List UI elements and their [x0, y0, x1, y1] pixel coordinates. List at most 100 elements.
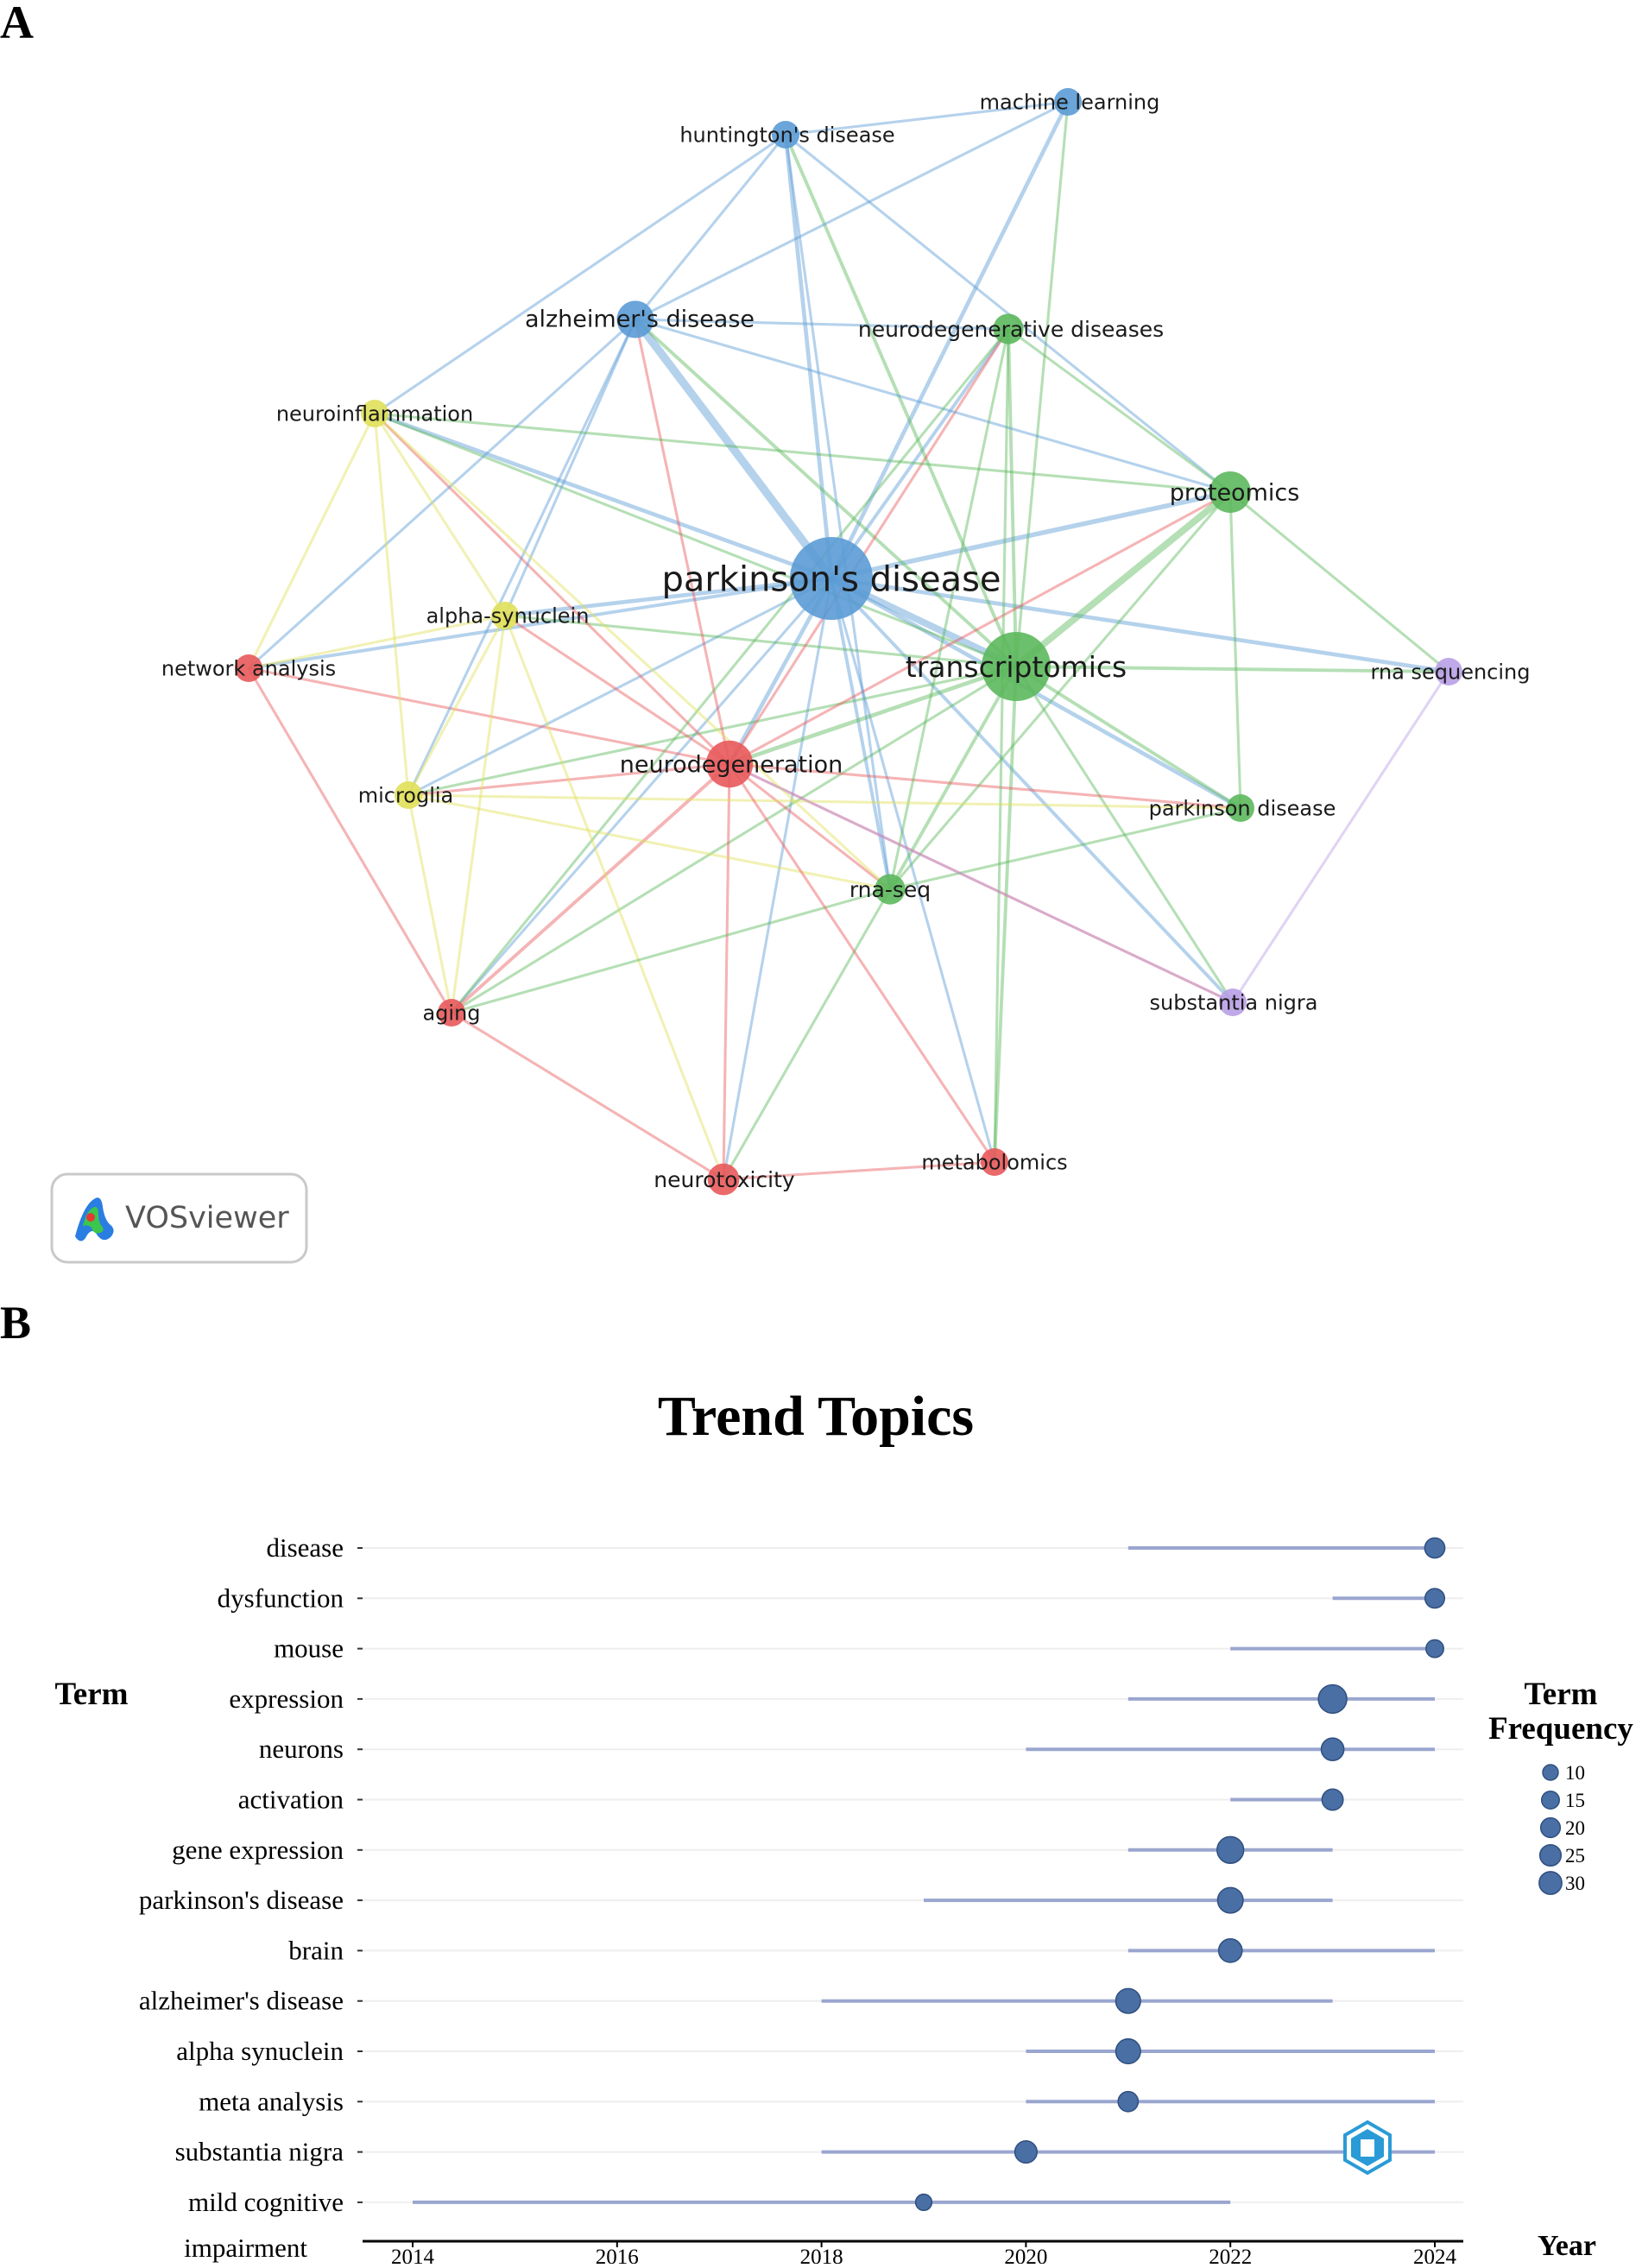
node-label-proteomics: proteomics: [1170, 480, 1300, 507]
point-neurons[interactable]: [1320, 1737, 1345, 1762]
point-dysfunction[interactable]: [1424, 1588, 1446, 1609]
node-alzheimer-s-disease[interactable]: [616, 300, 654, 338]
edge-alpha-synuclein-aging: [450, 615, 507, 1014]
edge-alzheimer-s-disease-huntington-s-disease: [634, 134, 787, 320]
edge-transcriptomics-alzheimer-s-disease: [634, 318, 1018, 668]
edge-transcriptomics-substantia-nigra: [1014, 666, 1235, 1003]
panel-b-trend: B Trend Topics Term Year Term Frequency …: [0, 1295, 1642, 2268]
node-parkinson-s-disease[interactable]: [790, 537, 873, 620]
node-label-neurodegeneration: neurodegeneration: [620, 752, 843, 779]
edge-alpha-synuclein-microglia: [407, 615, 507, 796]
edge-neurodegenerative-diseases-metabolomics: [993, 328, 1010, 1163]
term-label-expression: expression: [229, 1684, 344, 1714]
edge-neuroinflammation-alpha-synuclein: [373, 413, 507, 616]
node-substantia-nigra[interactable]: [1219, 989, 1247, 1016]
point-expression[interactable]: [1317, 1684, 1348, 1715]
node-label-microglia: microglia: [358, 784, 454, 808]
node-neurodegenerative-diseases[interactable]: [993, 313, 1024, 344]
point-substantia-nigra[interactable]: [1014, 2140, 1038, 2164]
point-parkinson-s-disease[interactable]: [1216, 1886, 1244, 1914]
node-parkinson-disease[interactable]: [1227, 794, 1254, 822]
node-rna-sequencing[interactable]: [1435, 658, 1462, 685]
edge-microglia-aging: [407, 794, 453, 1014]
edge-transcriptomics-proteomics: [1014, 489, 1233, 670]
edge-rna-seq-neurotoxicity: [722, 888, 892, 1180]
edge-parkinson-s-disease-alzheimer-s-disease: [632, 317, 835, 581]
node-microglia[interactable]: [395, 781, 422, 809]
node-proteomics[interactable]: [1209, 471, 1251, 513]
node-network-analysis[interactable]: [235, 654, 262, 682]
legend-label-25: 25: [1565, 1845, 1585, 1867]
point-alzheimer-s-disease[interactable]: [1115, 1987, 1141, 2014]
watermark-icon: [1343, 2120, 1392, 2176]
edge-transcriptomics-aging: [451, 665, 1017, 1014]
term-label-mouse: mouse: [274, 1633, 344, 1664]
edge-huntington-s-disease-neuroinflammation: [374, 133, 786, 415]
point-disease[interactable]: [1424, 1537, 1446, 1559]
edge-parkinson-s-disease-rna-seq: [830, 578, 892, 890]
edge-neuroinflammation-rna-seq: [373, 412, 892, 891]
edge-transcriptomics-microglia: [407, 665, 1017, 797]
node-label-network-analysis: network analysis: [161, 657, 336, 681]
point-gene-expression[interactable]: [1216, 1835, 1245, 1864]
legend-size-25: [1538, 1843, 1563, 1867]
legend-label-30: 30: [1565, 1873, 1585, 1894]
edge-parkinson-s-disease-huntington-s-disease: [783, 134, 834, 579]
legend-label-20: 20: [1565, 1817, 1585, 1839]
node-label-neurodegenerative-diseases: neurodegenerative diseases: [858, 317, 1164, 342]
edge-neurodegeneration-alpha-synuclein: [504, 614, 730, 766]
edge-microglia-rna-seq: [407, 793, 891, 891]
node-label-substantia-nigra: substantia nigra: [1150, 991, 1318, 1015]
keyword-network: A parkinson's diseasetranscriptomicsneur…: [0, 0, 1531, 1264]
term-label-gene-expression: gene expression: [172, 1835, 344, 1865]
node-rna-seq[interactable]: [875, 874, 906, 905]
edge-neuroinflammation-network-analysis: [247, 413, 376, 669]
legend-label-15: 15: [1565, 1790, 1585, 1811]
edge-parkinson-s-disease-substantia-nigra: [830, 577, 1235, 1004]
edge-parkinson-s-disease-rna-sequencing: [830, 576, 1449, 674]
point-activation[interactable]: [1321, 1788, 1344, 1811]
point-meta-analysis[interactable]: [1117, 2090, 1140, 2113]
point-mouse[interactable]: [1425, 1639, 1444, 1658]
x-tick-label-2016: 2016: [596, 2246, 639, 2264]
point-brain[interactable]: [1217, 1938, 1243, 1963]
edge-alzheimer-s-disease-alpha-synuclein: [503, 319, 637, 616]
node-neurodegeneration[interactable]: [705, 740, 754, 788]
node-neurotoxicity[interactable]: [707, 1163, 740, 1196]
node-huntington-s-disease[interactable]: [772, 121, 799, 148]
node-neuroinflammation[interactable]: [361, 400, 388, 427]
edge-parkinson-s-disease-neurodegenerative-diseases: [830, 327, 1010, 580]
edge-metabolomics-neurodegeneration: [728, 763, 996, 1163]
edge-alzheimer-s-disease-neurodegenerative-diseases: [635, 318, 1009, 331]
x-tick-label-2024: 2024: [1413, 2246, 1457, 2264]
node-aging[interactable]: [438, 999, 465, 1027]
node-transcriptomics[interactable]: [982, 632, 1051, 701]
node-label-aging: aging: [422, 1001, 480, 1026]
legend-size-10: [1542, 1764, 1559, 1781]
edge-alzheimer-s-disease-machine-learning: [635, 100, 1069, 321]
edge-transcriptomics-neurodegeneration: [729, 664, 1017, 767]
node-label-transcriptomics: transcriptomics: [906, 650, 1127, 684]
edge-rna-seq-parkinson-disease: [889, 806, 1241, 891]
edge-neurodegeneration-aging: [450, 762, 731, 1014]
edge-neurotoxicity-metabolomics: [723, 1160, 995, 1181]
edge-proteomics-neurodegenerative-diseases: [1007, 327, 1231, 494]
node-alpha-synuclein[interactable]: [491, 602, 519, 629]
edge-proteomics-neuroinflammation: [374, 412, 1231, 494]
node-label-neuroinflammation: neuroinflammation: [276, 402, 473, 426]
edge-transcriptomics-metabolomics: [993, 666, 1018, 1163]
point-mild-cognitive[interactable]: [914, 2193, 933, 2212]
edge-substantia-nigra-neurodegeneration: [729, 762, 1234, 1004]
term-label-substantia-nigra: substantia nigra: [175, 2137, 344, 2167]
point-alpha-synuclein[interactable]: [1115, 2037, 1141, 2065]
term-label-meta-analysis: meta analysis: [199, 2086, 344, 2116]
edge-aging-neurotoxicity: [451, 1011, 724, 1181]
node-metabolomics[interactable]: [981, 1148, 1008, 1176]
edge-parkinson-s-disease-proteomics: [830, 490, 1231, 581]
edge-proteomics-rna-sequencing: [1229, 490, 1449, 673]
x-tick-label-2022: 2022: [1209, 2246, 1252, 2264]
node-machine-learning[interactable]: [1054, 88, 1082, 116]
edge-proteomics-rna-seq: [888, 490, 1232, 891]
term-label-alzheimer-s-disease: alzheimer's disease: [139, 1986, 344, 2016]
